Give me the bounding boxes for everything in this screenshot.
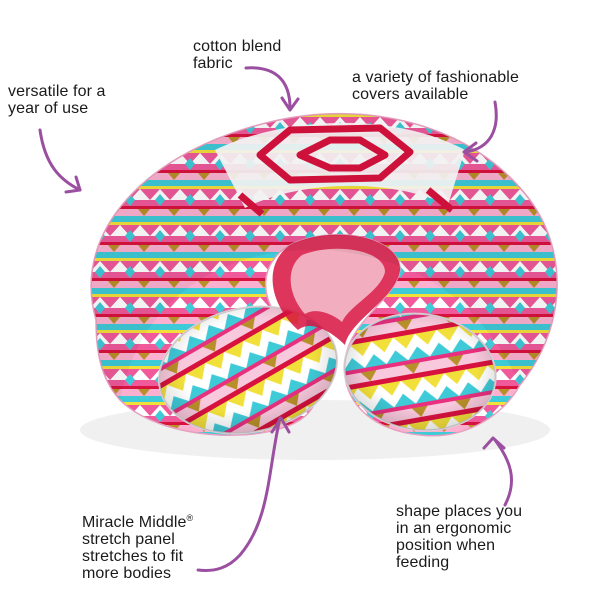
callout-line: feeding <box>396 554 450 571</box>
callout-line: more bodies <box>82 565 172 582</box>
callout-line: stretches to fit <box>82 548 184 565</box>
callout-line: shape places you <box>396 503 523 520</box>
curved-arrow-icon <box>462 100 498 163</box>
callout-line: cotton blend <box>193 38 282 55</box>
callout-cotton: cotton blend fabric <box>193 38 281 72</box>
callout-line: Miracle Middle® <box>82 513 194 532</box>
callout-line: stretch panel <box>82 531 175 548</box>
callout-shape: shape places you in an ergonomic positio… <box>396 503 522 571</box>
callout-line: in an ergonomic <box>396 520 512 537</box>
callout-line: position when <box>396 537 496 554</box>
curved-arrow-icon <box>38 128 82 194</box>
callout-line: versatile for a <box>8 83 106 100</box>
callout-line: year of use <box>8 100 89 117</box>
callout-line: a variety of fashionable <box>352 69 519 86</box>
callout-variety: a variety of fashionable covers availabl… <box>352 69 519 103</box>
callout-line: covers available <box>352 86 469 103</box>
callout-versatile: versatile for a year of use <box>8 83 106 117</box>
callout-miracle-middle: Miracle Middle® stretch panel stretches … <box>82 513 194 583</box>
callout-text: Miracle Middle <box>82 514 187 531</box>
curved-arrow-icon <box>196 416 291 572</box>
callout-line: fabric <box>193 55 233 72</box>
curved-arrow-icon <box>482 436 514 507</box>
registered-mark: ® <box>186 513 194 523</box>
curved-arrow-icon <box>244 66 300 112</box>
